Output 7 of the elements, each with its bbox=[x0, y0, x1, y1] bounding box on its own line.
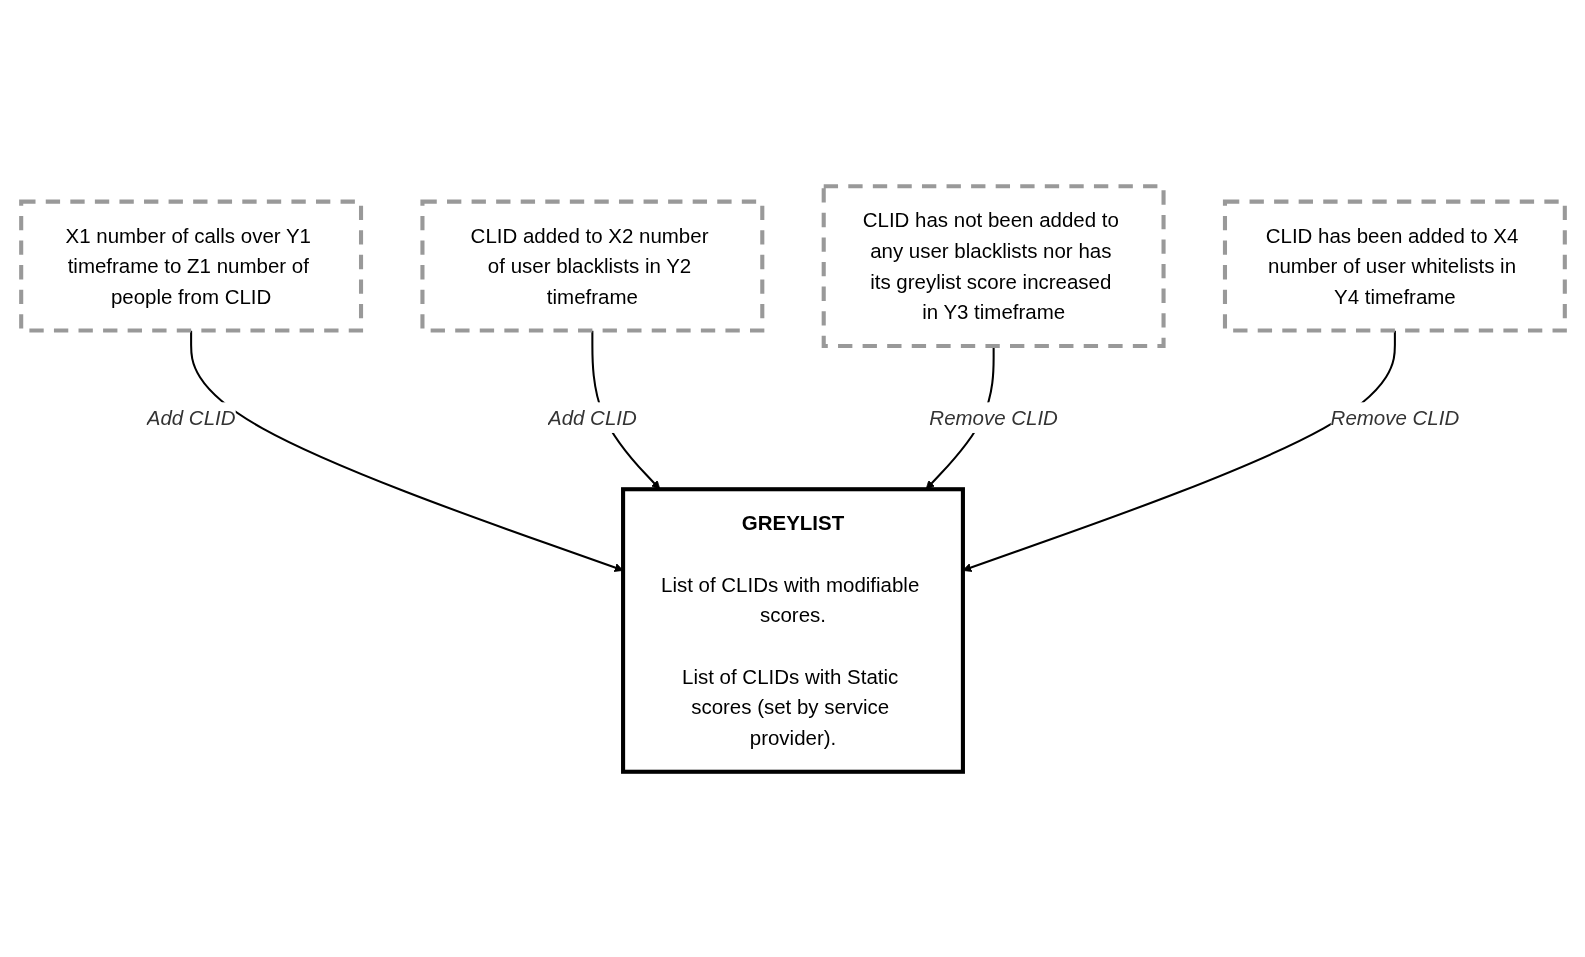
edge-label: Remove CLID bbox=[928, 405, 1058, 429]
edge-label: Remove CLID bbox=[1330, 405, 1459, 429]
node-box: CLID added to X2 number of user blacklists in Y2 timeframe bbox=[419, 199, 764, 333]
node-box: CLID has not been added to any user blacklists nor has its greylist score increased in Y3 timeframe bbox=[821, 183, 1166, 348]
node-box: GREYLIST List of CLIDs with modifiable scores. List of CLIDs with Static scores (set by service provider). bbox=[620, 486, 965, 774]
node-box: CLID has been added to X4 number of user whitelists in Y4 timeframe bbox=[1222, 199, 1567, 333]
node-box: X1 number of calls over Y1 timeframe to Z1 number of people from CLID bbox=[18, 199, 363, 333]
